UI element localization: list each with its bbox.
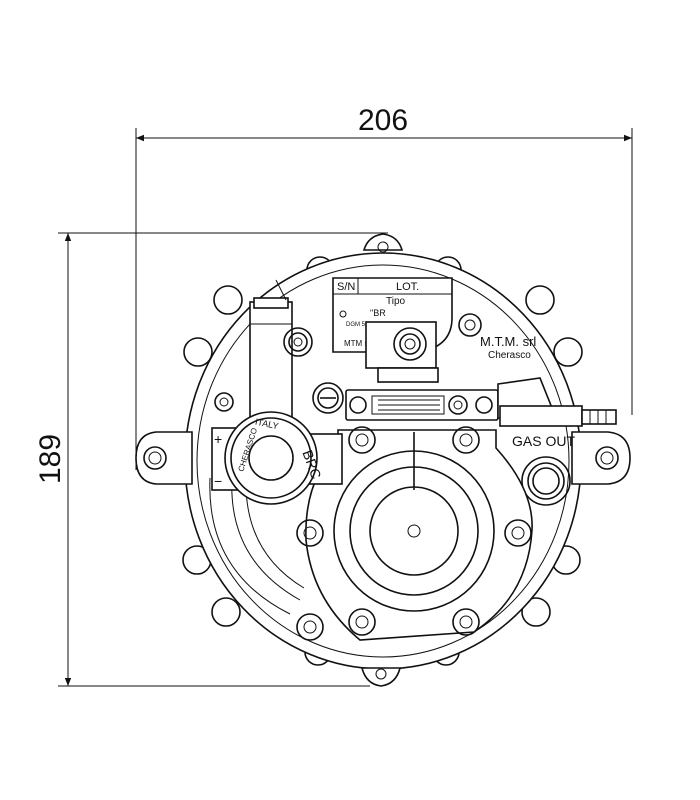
gas-out-port — [521, 456, 571, 506]
width-dimension: 206 — [135, 104, 633, 470]
plate-small-text: DGM 5526d — [346, 322, 378, 328]
left-mounting-ear — [135, 431, 193, 485]
central-union-fitting — [365, 321, 439, 383]
plate-mtm: MTM s — [344, 339, 368, 348]
solenoid-minus: − — [214, 473, 222, 489]
height-dimension-label: 189 — [34, 434, 67, 484]
adjusting-screw — [312, 382, 344, 414]
plate-tipo: Tipo — [386, 296, 406, 307]
solenoid-valve: + − ITALY CHERASCO BRC — [211, 411, 343, 505]
maker-name: M.T.M. srl — [480, 334, 536, 349]
solenoid-italy: ITALY — [254, 417, 279, 432]
height-dimension: 189 — [34, 232, 388, 687]
width-dimension-label: 206 — [358, 104, 408, 137]
right-mounting-ear — [571, 431, 631, 485]
diaphragm-cover — [296, 426, 533, 641]
plate-sn: S/N — [337, 281, 355, 293]
plate-lot: LOT. — [396, 281, 419, 293]
gas-out-label: GAS OUT — [512, 433, 575, 449]
plate-code: "BR — [370, 308, 386, 318]
inlet-pillar — [249, 279, 313, 425]
maker-city: Cherasco — [488, 350, 531, 361]
gas-out-tube — [499, 405, 617, 427]
solenoid-plus: + — [214, 431, 222, 447]
